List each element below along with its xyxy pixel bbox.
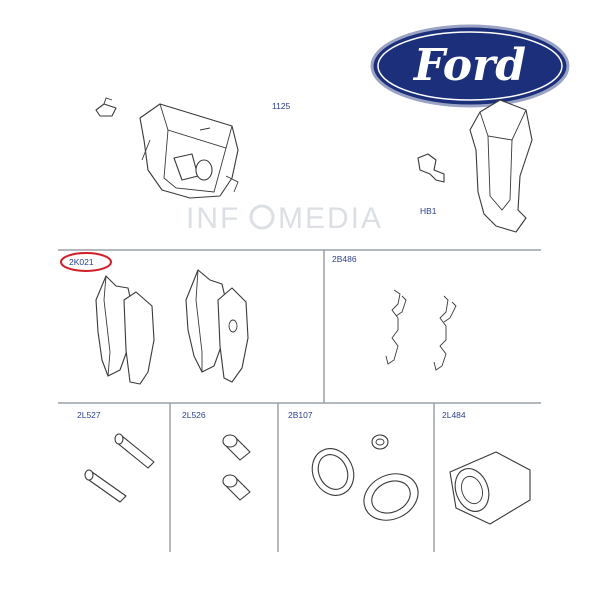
piston-drawing[interactable] — [449, 451, 531, 525]
part-number-guide-pins[interactable]: 2L527 — [77, 410, 101, 420]
watermark-o-icon — [249, 204, 275, 230]
part-number-bracket[interactable]: HB1 — [420, 206, 437, 216]
brake-pads-drawing[interactable] — [95, 269, 249, 385]
caliper-drawing[interactable] — [95, 97, 239, 199]
watermark-rest: MEDIA — [278, 202, 383, 235]
part-number-pads[interactable]: 2K021 — [69, 257, 94, 267]
guide-pins-drawing[interactable] — [84, 433, 155, 503]
highlight-circle — [60, 252, 112, 272]
part-number-caliper[interactable]: 1125 — [272, 101, 291, 111]
seal-kit-drawing[interactable] — [305, 434, 426, 529]
part-number-clips[interactable]: 2B486 — [332, 254, 357, 264]
watermark: INF — [186, 202, 240, 235]
clips-drawing[interactable] — [385, 289, 457, 371]
ford-logo: Ford — [370, 24, 570, 108]
part-number-seal-kit[interactable]: 2B107 — [288, 410, 313, 420]
grid-lines — [58, 249, 541, 552]
bracket-drawing[interactable] — [417, 99, 533, 233]
svg-text:Ford: Ford — [412, 40, 526, 91]
part-number-piston[interactable]: 2L484 — [442, 410, 466, 420]
part-number-bushes[interactable]: 2L526 — [182, 410, 206, 420]
bushes-drawing[interactable] — [222, 434, 251, 501]
